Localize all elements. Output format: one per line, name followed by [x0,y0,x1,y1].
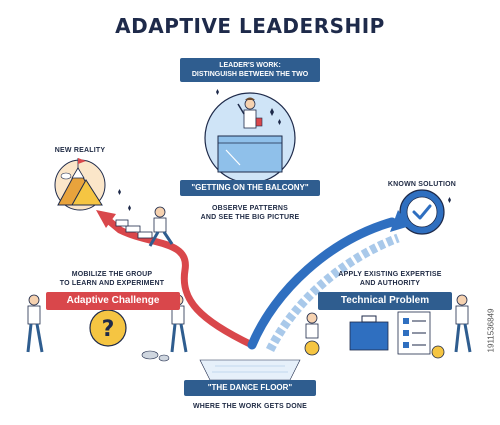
known-solution-label: KNOWN SOLUTION [387,181,457,188]
adaptive-caption-line1: MOBILIZE THE GROUP [71,271,153,278]
check-badge-icon [399,189,445,235]
stock-id-label: 1911536849 [484,258,498,408]
balcony-caption-line2: AND SEE THE BIG PICTURE [200,214,300,221]
dance-floor-tiles [199,359,301,381]
technical-scene [304,294,472,359]
stock-id-text: 1911536849 [486,308,496,353]
mountain-icon [54,158,106,211]
sparkle-icons [118,89,451,203]
dance-floor-caption: WHERE THE WORK GETS DONE [192,403,308,410]
page-title: ADAPTIVE LEADERSHIP [115,14,385,38]
adaptive-challenge-label: Adaptive Challenge [46,292,180,310]
technical-caption-line2: AND AUTHORITY [359,280,421,287]
climbing-person [128,205,174,247]
adaptive-path-arrow [96,210,256,349]
leaders-work-line1: LEADER'S WORK: [219,62,281,69]
balcony-illustration [204,92,296,184]
leaders-work-label: LEADER'S WORK: DISTINGUISH BETWEEN THE T… [180,58,320,82]
adaptive-caption: MOBILIZE THE GROUP TO LEARN AND EXPERIME… [52,270,172,288]
svg-text:?: ? [102,317,115,342]
dance-floor-label: "THE DANCE FLOOR" [184,380,316,396]
technical-problem-label: Technical Problem [318,292,452,310]
technical-caption-line1: APPLY EXISTING EXPERTISE [338,271,442,278]
leaders-work-line2: DISTINGUISH BETWEEN THE TWO [191,71,309,78]
new-reality-label: NEW REALITY [54,147,106,154]
balcony-caption-line1: OBSERVE PATTERNS [212,205,288,212]
question-icon: ? [89,309,127,347]
technical-caption: APPLY EXISTING EXPERTISE AND AUTHORITY [330,270,450,288]
adaptive-caption-line2: TO LEARN AND EXPERIMENT [59,280,165,287]
balcony-label: "GETTING ON THE BALCONY" [180,180,320,196]
technical-path-arrow [247,210,410,353]
balcony-caption: OBSERVE PATTERNS AND SEE THE BIG PICTURE [190,204,310,222]
